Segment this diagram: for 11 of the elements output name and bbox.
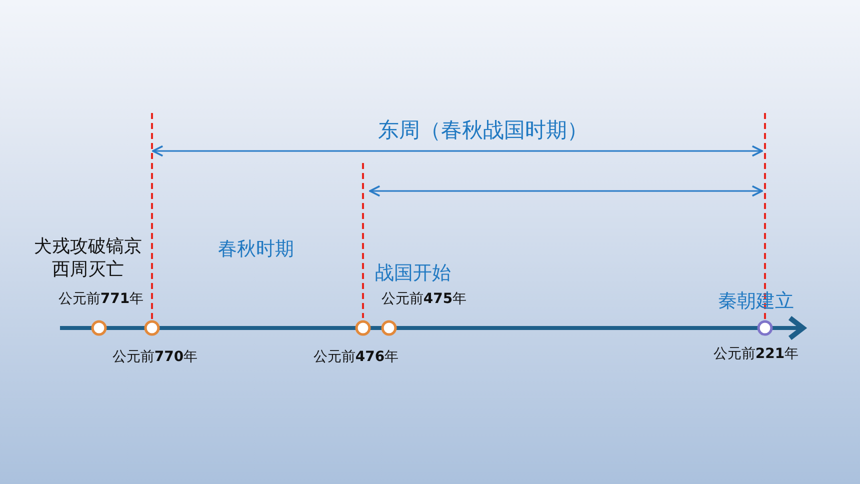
- event-label: 西周灭亡: [52, 258, 124, 281]
- event-label: 战国开始: [375, 261, 451, 286]
- date-label: 公元前475年: [381, 290, 467, 308]
- date-label: 公元前221年: [713, 345, 799, 363]
- event-label: 秦朝建立: [718, 289, 794, 314]
- date-label: 公元前770年: [112, 348, 198, 366]
- title: 东周（春秋战国时期）: [378, 117, 588, 144]
- date-label: 公元前476年: [313, 348, 399, 366]
- event-label: 犬戎攻破镐京: [34, 235, 142, 258]
- period-label: 春秋时期: [218, 237, 294, 262]
- date-label: 公元前771年: [58, 290, 144, 308]
